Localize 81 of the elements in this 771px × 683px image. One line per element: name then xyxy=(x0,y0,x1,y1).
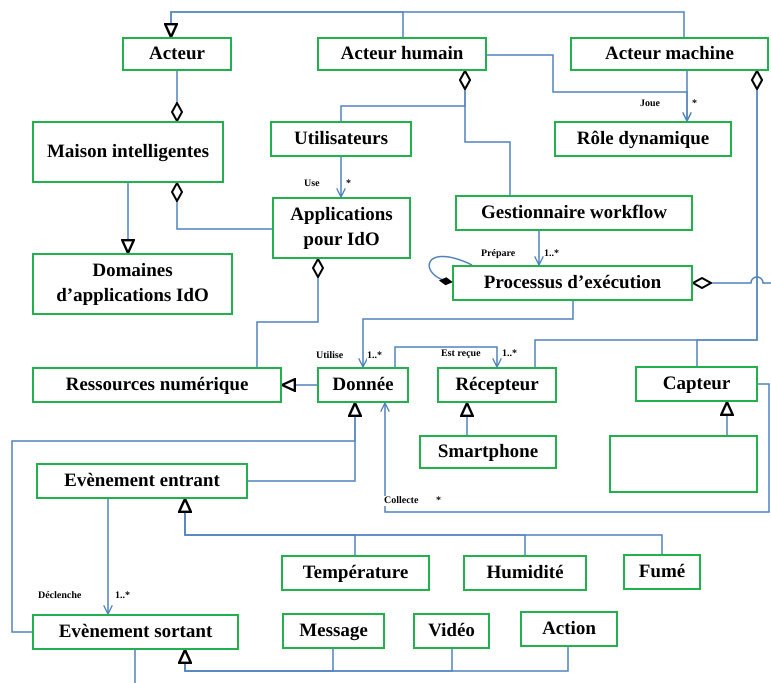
association-arrow xyxy=(394,346,502,368)
class-name: Processus d’exécution xyxy=(484,270,662,295)
class-box xyxy=(32,121,224,183)
edge-label: Use xyxy=(304,179,320,189)
association-arrow xyxy=(358,301,574,368)
class-box xyxy=(520,611,618,647)
aggregation-line xyxy=(256,258,324,367)
class-box xyxy=(419,435,557,469)
class-name: Vidéo xyxy=(428,618,475,643)
class-name: Humidité xyxy=(486,560,564,585)
class-box xyxy=(317,367,409,403)
class-box xyxy=(554,121,732,157)
multiplicity-label: 1..* xyxy=(502,349,517,359)
aggregation-line xyxy=(692,276,771,289)
class-box xyxy=(609,435,758,493)
class-name: Donnée xyxy=(332,372,394,397)
class-box xyxy=(413,613,490,649)
class-box xyxy=(452,265,693,301)
association-arrow xyxy=(102,499,114,615)
edge-label: Déclenche xyxy=(38,591,82,601)
edge-label: Collecte xyxy=(384,496,418,506)
class-box xyxy=(36,463,248,499)
aggregation-line xyxy=(459,70,511,195)
class-name: Température xyxy=(302,560,408,585)
generalization-arrow xyxy=(164,11,685,38)
class-name: Récepteur xyxy=(455,372,539,397)
class-box xyxy=(122,37,232,71)
class-name: Acteur xyxy=(149,42,205,66)
class-box xyxy=(32,253,233,315)
generalization-arrow xyxy=(121,183,135,254)
multiplicity-label: 1..* xyxy=(115,591,130,601)
class-name: Acteur machine xyxy=(605,42,734,66)
class-name: Acteur humain xyxy=(340,42,464,66)
edge-label: Joue xyxy=(640,99,660,109)
aggregation-line xyxy=(171,71,183,122)
class-box xyxy=(623,554,701,590)
edge-label: Est reçue xyxy=(441,349,481,359)
association-arrow xyxy=(682,71,692,122)
class-box xyxy=(32,367,282,403)
class-name: Capteur xyxy=(662,372,730,396)
class-box xyxy=(317,37,487,71)
edge-label: Prépare xyxy=(481,249,516,259)
class-box xyxy=(32,614,239,650)
class-name: Fumé xyxy=(638,560,686,584)
generalization-arrow xyxy=(11,402,362,633)
aggregation-line xyxy=(171,182,272,230)
generalization-arrow xyxy=(280,378,317,392)
generalization-arrow xyxy=(460,402,474,435)
class-name: Applications pour IdO xyxy=(289,203,394,252)
class-name: Evènement entrant xyxy=(64,468,220,493)
class-name: Rôle dynamique xyxy=(576,126,710,151)
class-box xyxy=(270,121,412,157)
class-box xyxy=(635,366,758,402)
class-name: Gestionnaire workflow xyxy=(481,200,667,225)
class-box xyxy=(463,555,587,591)
class-name: Domaines d’applications IdO xyxy=(55,259,210,308)
generalization-arrow xyxy=(720,400,734,435)
class-box xyxy=(272,197,411,259)
connector-line xyxy=(134,650,136,683)
generalization-arrow xyxy=(178,647,569,672)
class-name: Ressources numérique xyxy=(66,372,248,397)
class-name: Smartphone xyxy=(438,440,538,464)
association-arrow xyxy=(534,231,544,266)
class-box xyxy=(437,367,557,403)
generalization-arrow xyxy=(178,498,663,554)
composition-line xyxy=(428,256,472,285)
class-box xyxy=(570,37,769,71)
class-name: Message xyxy=(299,618,368,643)
class-name: Evènement sortant xyxy=(58,620,212,644)
multiplicity-label: 1..* xyxy=(544,249,559,259)
aggregation-line xyxy=(696,70,763,366)
class-name: Utilisateurs xyxy=(294,126,388,151)
class-name: Action xyxy=(542,616,596,641)
class-box xyxy=(455,195,693,231)
class-box xyxy=(282,613,385,649)
edge-label: Utilise xyxy=(316,351,344,361)
association-arrow xyxy=(380,383,770,513)
association-arrow xyxy=(336,157,346,198)
class-name: Maison intelligentes xyxy=(46,140,210,164)
multiplicity-label: 1..* xyxy=(367,351,382,361)
class-box xyxy=(281,555,430,591)
